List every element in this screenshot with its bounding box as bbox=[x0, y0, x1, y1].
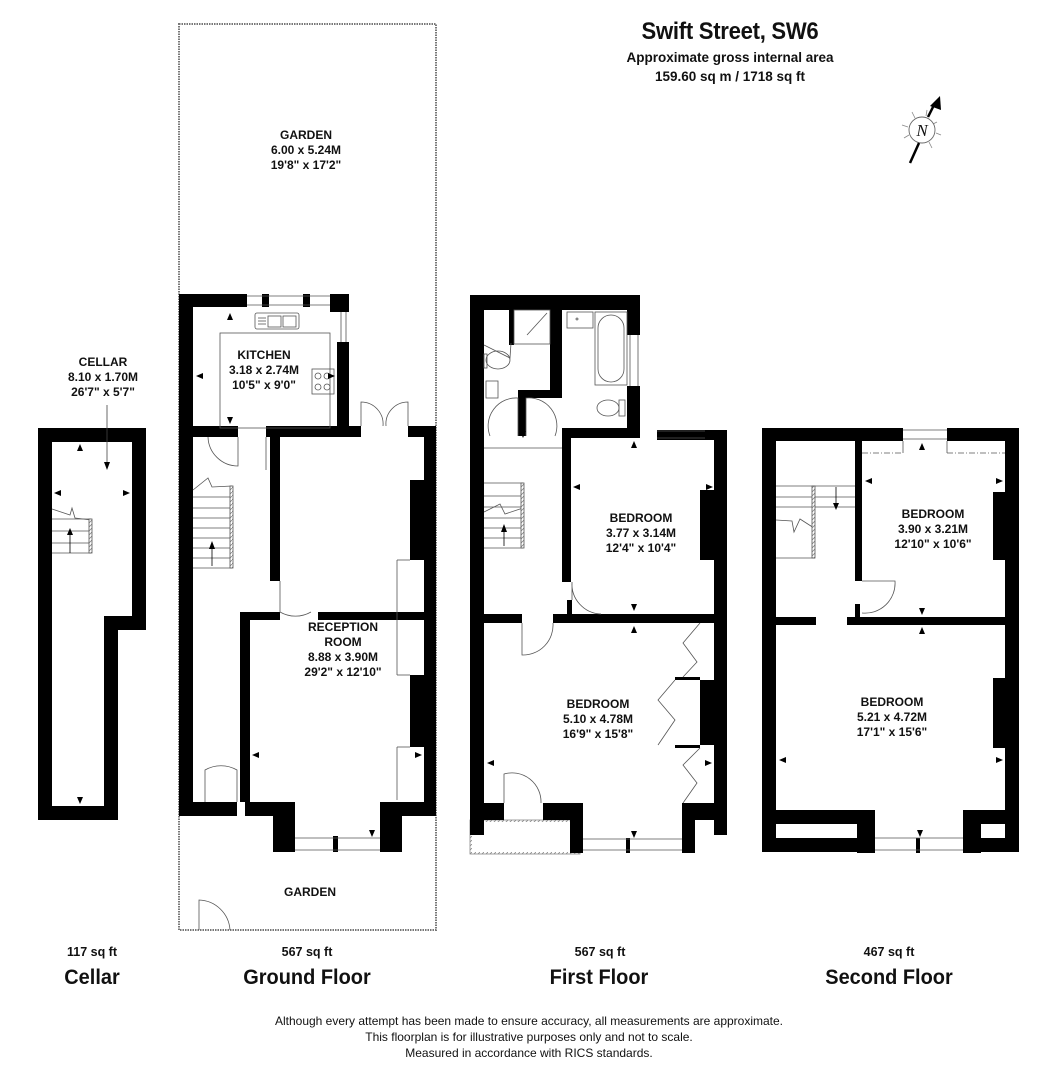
room-name: KITCHEN bbox=[237, 348, 291, 362]
floor-name-second: Second Floor bbox=[825, 966, 953, 989]
room-name: RECEPTION bbox=[307, 620, 378, 634]
disclaimer-line-3: Measured in accordance with RICS standar… bbox=[405, 1045, 653, 1060]
room-metric: 3.18 x 2.74M bbox=[228, 363, 300, 377]
disclaimer: Although every attempt has been made to … bbox=[0, 1014, 1058, 1062]
room-imperial: 17'1" x 15'6" bbox=[856, 725, 928, 739]
room-imperial: 29'2" x 12'10" bbox=[304, 665, 382, 679]
room-name: BEDROOM bbox=[566, 697, 630, 711]
room-imperial: 12'4" x 10'4" bbox=[605, 541, 677, 555]
floor-name-first: First Floor bbox=[549, 966, 649, 989]
room-label-cellar: CELLAR 8.10 x 1.70M 26'7" x 5'7" bbox=[68, 355, 138, 400]
ground-floor-plan bbox=[178, 23, 437, 931]
room-name: CELLAR bbox=[78, 355, 128, 369]
floor-name-cellar: Cellar bbox=[64, 966, 120, 989]
room-imperial: 12'10" x 10'6" bbox=[894, 537, 972, 551]
room-label-first-bedroom-rear: BEDROOM 3.77 x 3.14M 12'4" x 10'4" bbox=[606, 511, 676, 556]
room-label-garden-rear: GARDEN 6.00 x 5.24M 19'8" x 17'2" bbox=[271, 128, 341, 173]
floor-area-first: 567 sq ft bbox=[574, 945, 626, 959]
room-metric: 3.90 x 3.21M bbox=[897, 522, 969, 536]
cellar-plan bbox=[38, 405, 146, 820]
disclaimer-line-2: This floorplan is for illustrative purpo… bbox=[365, 1029, 693, 1044]
room-label-first-bedroom-front: BEDROOM 5.10 x 4.78M 16'9" x 15'8" bbox=[563, 697, 633, 742]
room-label-second-bedroom-front: BEDROOM 5.21 x 4.72M 17'1" x 15'6" bbox=[857, 695, 927, 740]
room-name: BEDROOM bbox=[860, 695, 924, 709]
floor-area-second: 467 sq ft bbox=[863, 945, 915, 959]
room-label-kitchen: KITCHEN 3.18 x 2.74M 10'5" x 9'0" bbox=[229, 348, 299, 393]
floor-area-cellar: 117 sq ft bbox=[66, 945, 118, 959]
property-title: Swift Street, SW6 bbox=[641, 18, 819, 45]
room-metric: 5.10 x 4.78M bbox=[562, 712, 634, 726]
disclaimer-line-1: Although every attempt has been made to … bbox=[274, 1014, 784, 1028]
room-metric: 3.77 x 3.14M bbox=[605, 526, 677, 540]
room-label-reception-room: RECEPTION ROOM 8.88 x 3.90M 29'2" x 12'1… bbox=[304, 620, 381, 680]
floor-area-ground: 567 sq ft bbox=[281, 945, 333, 959]
room-metric: 5.21 x 4.72M bbox=[856, 710, 928, 724]
room-name: BEDROOM bbox=[901, 507, 965, 521]
second-floor-plan bbox=[762, 428, 1019, 853]
svg-text:N: N bbox=[915, 121, 929, 140]
header: Swift Street, SW6 Approximate gross inte… bbox=[580, 18, 880, 84]
room-metric: 6.00 x 5.24M bbox=[270, 143, 342, 157]
room-name-line2: ROOM bbox=[324, 635, 362, 649]
room-label-second-bedroom-rear: BEDROOM 3.90 x 3.21M 12'10" x 10'6" bbox=[894, 507, 971, 552]
room-imperial: 26'7" x 5'7" bbox=[71, 385, 135, 399]
room-metric: 8.10 x 1.70M bbox=[67, 370, 139, 384]
area-subtitle: Approximate gross internal area bbox=[626, 50, 834, 65]
room-imperial: 10'5" x 9'0" bbox=[232, 378, 296, 392]
north-arrow-compass-icon: N bbox=[901, 96, 942, 164]
room-label-garden-front: GARDEN bbox=[284, 885, 336, 900]
room-name: GARDEN bbox=[283, 885, 337, 899]
room-imperial: 16'9" x 15'8" bbox=[562, 727, 634, 741]
total-area: 159.60 sq m / 1718 sq ft bbox=[654, 69, 806, 84]
room-metric: 8.88 x 3.90M bbox=[307, 650, 379, 664]
room-name: GARDEN bbox=[279, 128, 333, 142]
room-imperial: 19'8" x 17'2" bbox=[270, 158, 342, 172]
room-name: BEDROOM bbox=[609, 511, 673, 525]
floor-name-ground: Ground Floor bbox=[243, 966, 371, 989]
first-floor-plan bbox=[469, 295, 727, 855]
